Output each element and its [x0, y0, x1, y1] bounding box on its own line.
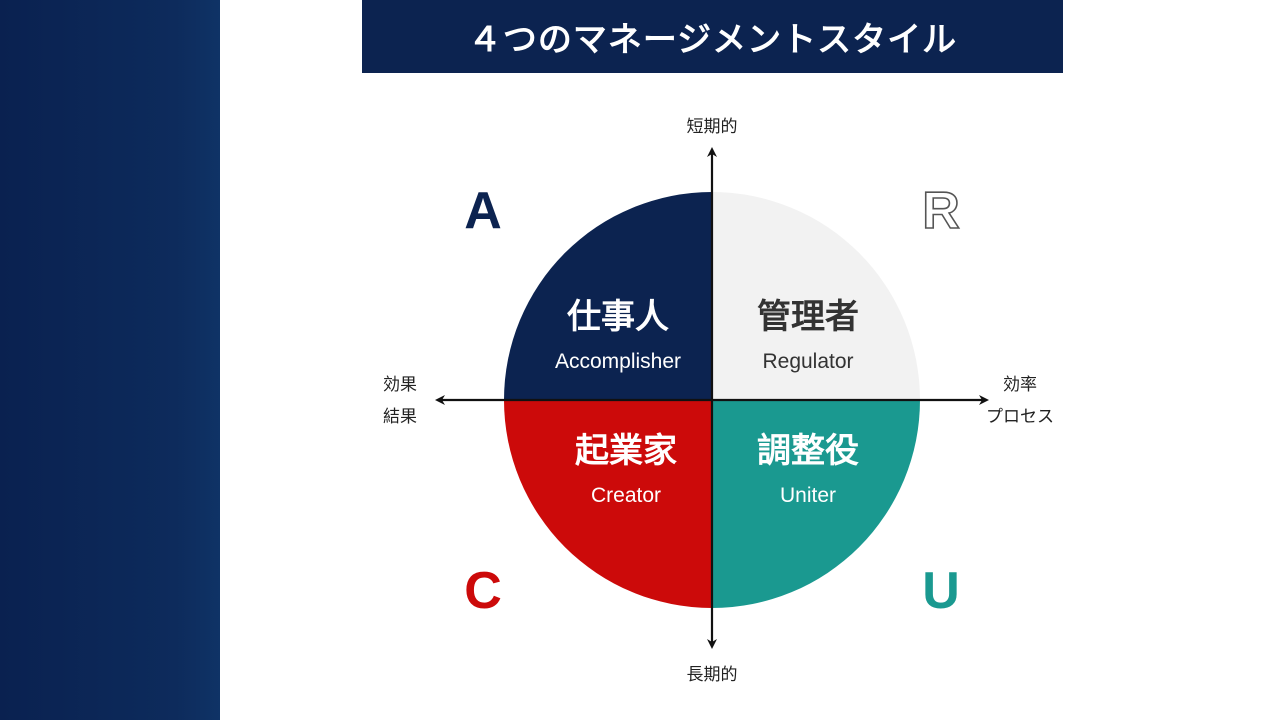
axis-label-right-line1: 効率: [1003, 375, 1037, 395]
axis-label-left-line2: 結果: [383, 407, 417, 427]
accomplisher-english: Accomplisher: [555, 350, 681, 373]
regulator-english: Regulator: [762, 350, 853, 373]
quadrant-accomplisher: [504, 192, 712, 400]
regulator-name: 管理者: [757, 297, 859, 337]
letter-a: A: [464, 182, 502, 240]
accomplisher-name: 仕事人: [567, 297, 669, 337]
creator-english: Creator: [591, 484, 661, 507]
quadrant-creator: [504, 400, 712, 608]
title-bar: ４つのマネージメントスタイル: [362, 0, 1063, 73]
letter-c: C: [464, 562, 502, 620]
side-panel: [0, 0, 220, 720]
letter-r: R: [922, 182, 960, 240]
uniter-english: Uniter: [780, 484, 836, 507]
axis-label-bottom: 長期的: [687, 665, 738, 685]
uniter-name: 調整役: [757, 431, 859, 471]
quadrant-uniter: [712, 400, 920, 608]
page-title: ４つのマネージメントスタイル: [467, 20, 958, 60]
axis-label-top: 短期的: [687, 117, 738, 137]
letter-u: U: [922, 562, 960, 620]
creator-name: 起業家: [575, 431, 677, 471]
axis-label-left-line1: 効果: [383, 375, 417, 395]
quadrant-regulator: [712, 192, 920, 400]
axis-label-right-line2: プロセス: [986, 407, 1054, 427]
